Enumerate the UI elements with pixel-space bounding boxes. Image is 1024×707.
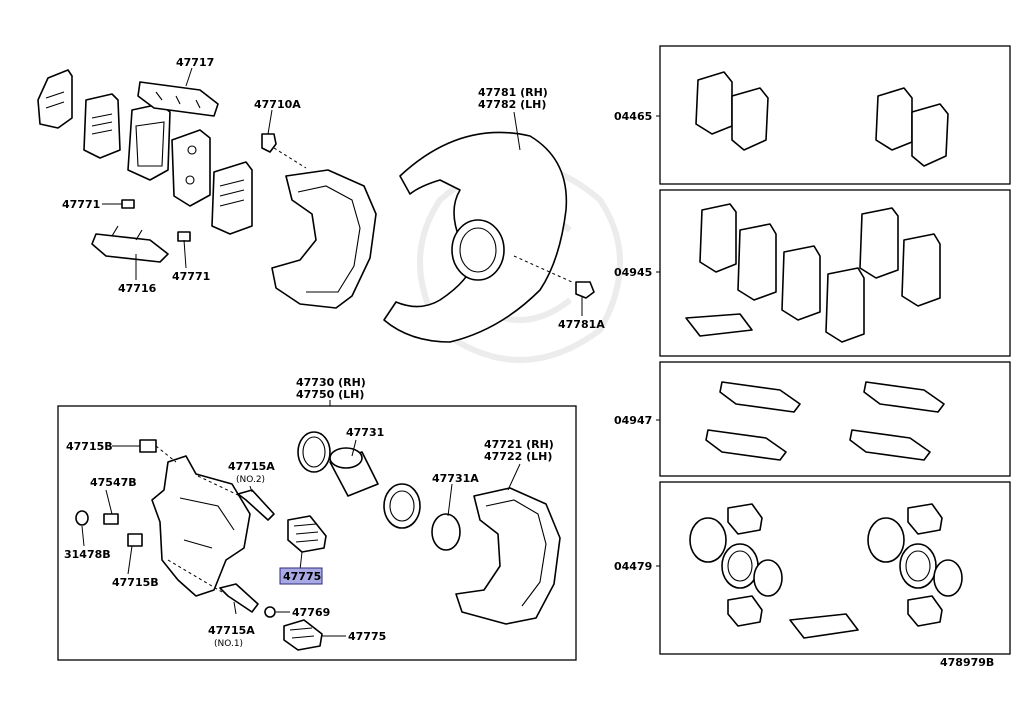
brake-pad-a[interactable] bbox=[127, 103, 171, 181]
kit-04947-clips[interactable] bbox=[705, 381, 945, 461]
bolt-47710A[interactable] bbox=[261, 133, 307, 169]
kit-04945-shims[interactable] bbox=[685, 203, 941, 343]
label-47750-lh: 47750 (LH) bbox=[296, 388, 364, 401]
label-47710A: 47710A bbox=[254, 98, 301, 111]
bleeder-plug-47715B-top[interactable] bbox=[139, 439, 177, 463]
caliper-assembly-box bbox=[57, 405, 577, 661]
pad-shim-right[interactable] bbox=[211, 161, 253, 235]
label-47715B-top: 47715B bbox=[66, 440, 113, 453]
label-47717: 47717 bbox=[176, 56, 214, 69]
kit-04465-pads-left[interactable] bbox=[695, 71, 769, 151]
label-31478B: 31478B bbox=[64, 548, 111, 561]
label-47775: 47775 bbox=[348, 630, 386, 643]
piston-seal-ring[interactable] bbox=[297, 431, 331, 473]
label-kit-04947: 04947 bbox=[614, 414, 652, 427]
label-no2: (NO.2) bbox=[236, 475, 265, 485]
label-47721-rh: 47721 (RH) bbox=[484, 438, 554, 451]
diagram-id: 478979B bbox=[940, 656, 994, 669]
guide-pin-no2[interactable] bbox=[197, 475, 275, 521]
kit-04465-pads-right[interactable] bbox=[875, 87, 949, 167]
highlight-47775 bbox=[279, 567, 323, 585]
caliper-mounting-47721[interactable] bbox=[455, 487, 561, 625]
bolt-47781A[interactable] bbox=[575, 281, 595, 299]
label-47715B-bottom: 47715B bbox=[112, 576, 159, 589]
caliper-body[interactable] bbox=[151, 455, 251, 597]
wear-indicator-47771b[interactable] bbox=[177, 231, 191, 242]
label-kit-04945: 04945 bbox=[614, 266, 652, 279]
label-47781-rh: 47781 (RH) bbox=[478, 86, 548, 99]
kit-04479-seals-left[interactable] bbox=[689, 503, 783, 627]
label-47716: 47716 bbox=[118, 282, 157, 295]
label-no1: (NO.1) bbox=[214, 639, 243, 649]
disc-brake-dust-cover[interactable] bbox=[383, 131, 573, 343]
cap-31478B[interactable] bbox=[75, 510, 89, 526]
label-47722-lh: 47722 (LH) bbox=[484, 450, 552, 463]
kit-box-04947 bbox=[659, 361, 1011, 477]
bleeder-plug-47715B-bottom[interactable] bbox=[127, 533, 143, 547]
label-47769: 47769 bbox=[292, 606, 330, 619]
label-47730-rh: 47730 (RH) bbox=[296, 376, 366, 389]
kit-box-04479 bbox=[659, 481, 1011, 655]
caliper-mounting-bracket[interactable] bbox=[271, 169, 377, 309]
label-47715A-no1: 47715A bbox=[208, 624, 255, 637]
label-47731: 47731 bbox=[346, 426, 384, 439]
anti-rattle-clip-47716[interactable] bbox=[91, 225, 169, 263]
brake-pad-b[interactable] bbox=[171, 129, 211, 207]
label-47782-lh: 47782 (LH) bbox=[478, 98, 546, 111]
pad-shim-inner[interactable] bbox=[83, 93, 121, 159]
label-47715A-no2: 47715A bbox=[228, 460, 275, 473]
kit-04479-seals-right[interactable] bbox=[789, 503, 963, 639]
label-47547B: 47547B bbox=[90, 476, 137, 489]
leader-lines bbox=[81, 67, 660, 637]
label-47771-a: 47771 bbox=[62, 198, 100, 211]
kit-box-04465 bbox=[659, 45, 1011, 185]
label-47771-b: 47771 bbox=[172, 270, 210, 283]
boot-47775-lower[interactable] bbox=[283, 619, 323, 651]
label-47731A: 47731A bbox=[432, 472, 479, 485]
boot-47775-upper[interactable] bbox=[287, 515, 327, 553]
label-kit-04479: 04479 bbox=[614, 560, 652, 573]
kit-box-04945 bbox=[659, 189, 1011, 357]
bleeder-plug-47547B[interactable] bbox=[103, 513, 119, 525]
label-47781A: 47781A bbox=[558, 318, 605, 331]
label-47775-highlighted[interactable]: 47775 bbox=[283, 570, 321, 583]
piston-47731[interactable] bbox=[329, 447, 379, 497]
bush-47769[interactable] bbox=[264, 606, 276, 618]
wear-indicator-47771a[interactable] bbox=[121, 199, 135, 209]
label-kit-04465: 04465 bbox=[614, 110, 652, 123]
pad-shim-outer[interactable] bbox=[37, 69, 73, 129]
seal-47731A[interactable] bbox=[431, 513, 461, 551]
piston-boot[interactable] bbox=[383, 483, 421, 529]
guide-pin-no1[interactable] bbox=[167, 559, 259, 613]
anti-squeal-shim-47717[interactable] bbox=[137, 81, 219, 117]
